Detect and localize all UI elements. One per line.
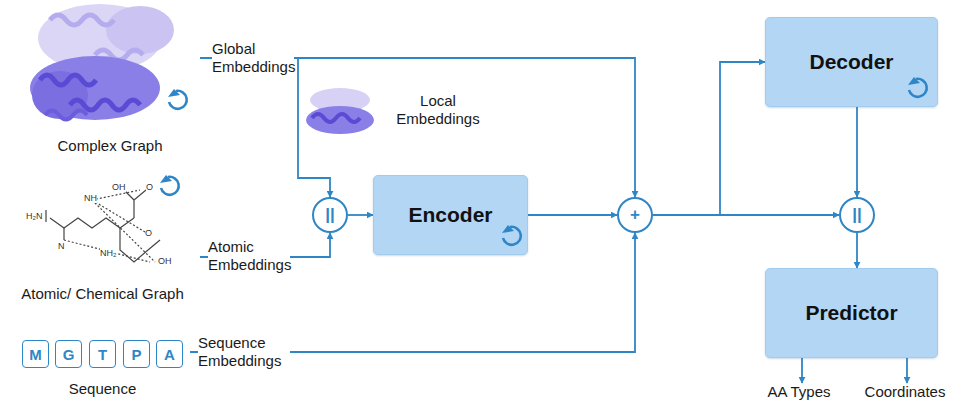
residue-box: P [123,340,150,368]
connector [653,214,839,216]
node-text: || [325,205,335,225]
atom-label: OH [112,182,126,192]
refresh-icon [502,225,521,245]
node-text: A [164,346,175,363]
process-box: Decoder [765,17,938,107]
annotation-label: Local Embeddings [388,92,488,128]
edge-label: Sequence Embeddings [198,334,290,370]
process-box: Encoder [373,175,528,255]
local-protein-illustration [306,88,374,134]
atom-label: N [58,241,65,251]
node-text: Sequence [69,380,137,397]
atom-label: OH [158,256,172,266]
node-text: || [852,205,862,225]
node-text: Predictor [805,301,897,325]
residue-box: A [156,340,183,368]
protein-illustration [30,4,174,120]
node-text: Decoder [809,50,893,74]
atom-label: O [145,228,152,238]
node-text: AA Types [767,383,830,401]
node-text: T [98,346,107,363]
connector [801,358,803,383]
output-label: Coordinates [860,383,950,401]
connector [856,107,858,197]
sum-circle: + [617,197,653,233]
atom-label: H₂N [26,211,43,221]
node-text: Atomic/ Chemical Graph [21,285,184,302]
atom-label: O [146,182,153,192]
node-text: P [131,346,141,363]
concat-circle: || [312,197,348,233]
output-label: AA Types [755,383,843,401]
graph-panel: Complex Graph [20,2,200,154]
graph-panel: Atomic/ Chemical Graph [5,166,200,302]
residue-box: T [89,340,116,368]
atom-label: NH [84,193,97,203]
connector [528,214,617,216]
connector [906,358,908,383]
molecule-skeleton [46,190,160,262]
node-text: Complex Graph [57,137,162,154]
node-text: G [63,346,75,363]
connector [856,233,858,268]
process-box: Predictor [765,268,938,358]
residue-box: M [22,340,49,368]
connector [653,62,765,215]
connector [348,214,373,216]
concat-circle: || [839,197,875,233]
node-text: + [630,205,640,225]
node-text: Coordinates [865,383,946,401]
sequence-panel: Sequence M G T P A [15,335,190,397]
refresh-icon [160,175,179,195]
connector [200,58,330,197]
edge-label: Atomic Embeddings [208,238,290,274]
residue-box: G [55,340,82,368]
edge-label: Global Embeddings [212,40,294,76]
node-text: Encoder [408,203,492,227]
refresh-icon [168,89,187,109]
node-text: M [29,346,42,363]
atom-label: NH₂ [100,248,117,258]
refresh-icon [908,77,927,97]
